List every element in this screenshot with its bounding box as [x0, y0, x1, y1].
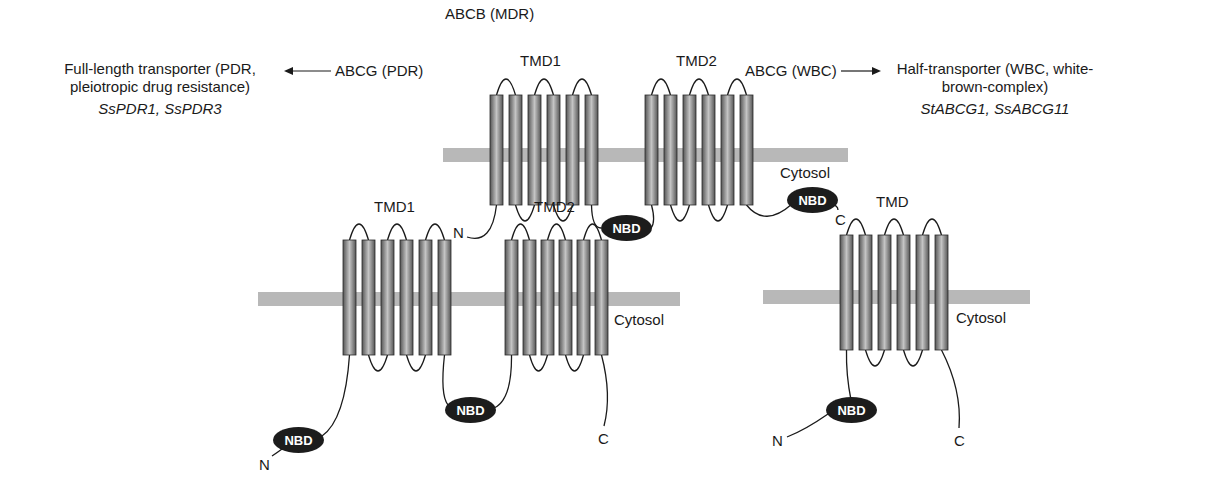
membrane-band	[258, 292, 680, 306]
group-heading: ABCG (PDR)	[335, 62, 423, 80]
domain-name: NBD	[284, 433, 312, 448]
gene-names: SsPDR1, SsPDR3	[40, 100, 280, 118]
nbd-ellipse: NBD	[787, 187, 838, 213]
domain-label: TMD	[876, 193, 909, 211]
domain-name: NBD	[837, 403, 865, 418]
domain-label: TMD2	[676, 52, 717, 70]
group-heading: ABCB (MDR)	[445, 5, 534, 23]
pointer-arrow	[841, 67, 881, 75]
terminus-label: C	[598, 430, 609, 448]
domain-label: TMD1	[520, 52, 561, 70]
domain-label: TMD1	[374, 198, 415, 216]
domain-name: NBD	[612, 221, 640, 236]
terminus-label: N	[259, 456, 270, 474]
nbd-ellipse: NBD	[273, 427, 324, 453]
type-description: Half-transporter (WBC, white-brown-compl…	[885, 60, 1105, 96]
nbd-ellipse: NBD	[601, 215, 652, 241]
compartment-label: Cytosol	[780, 164, 830, 182]
domain-label: TMD2	[534, 198, 575, 216]
terminus-label: N	[453, 224, 464, 242]
terminus-label: C	[835, 211, 846, 229]
nbd-ellipse: NBD	[445, 397, 496, 423]
nbd-ellipse: NBD	[826, 397, 877, 423]
pointer-arrow	[284, 67, 331, 75]
group-heading: ABCG (WBC)	[745, 62, 837, 80]
compartment-label: Cytosol	[614, 311, 664, 329]
domain-name: NBD	[798, 193, 826, 208]
loop-lines	[272, 79, 959, 456]
membrane-band	[763, 290, 1030, 304]
type-description: Full-length transporter (PDR, pleiotropi…	[40, 60, 280, 96]
gene-names: StABCG1, SsABCG11	[885, 100, 1105, 118]
compartment-label: Cytosol	[956, 309, 1006, 327]
terminus-label: N	[772, 432, 783, 450]
helix-group	[343, 95, 948, 355]
terminus-label: C	[954, 432, 965, 450]
domain-name: NBD	[456, 403, 484, 418]
